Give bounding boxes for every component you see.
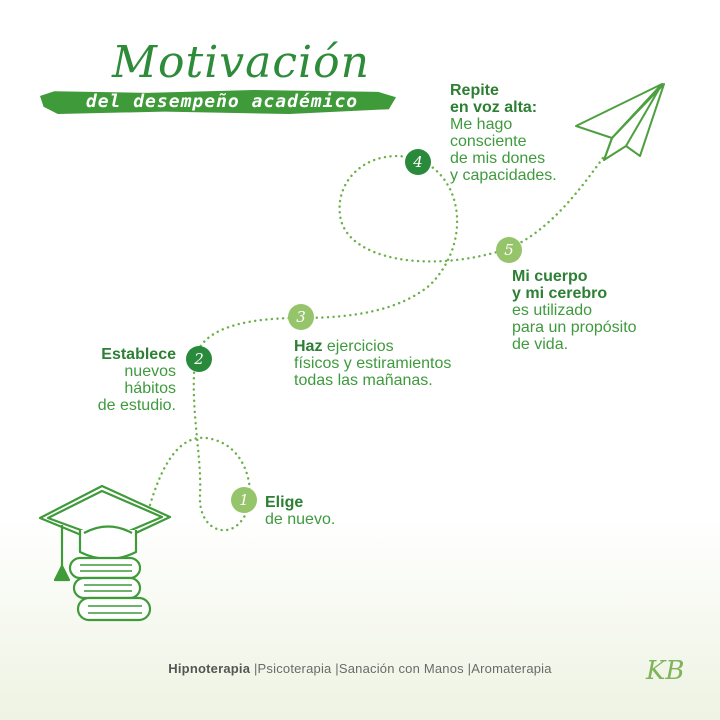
footer-services: Hipnoterapia |Psicoterapia |Sanación con… [0,661,720,676]
step-4-title: en voz alta: [450,99,538,116]
title-banner [40,90,396,114]
step-5-title: Mi cuerpo [512,268,588,285]
step-2-line: nuevos [124,363,176,380]
step-5-text: Mi cuerpo y mi cerebro es utilizado para… [512,268,637,353]
dotted-path [148,153,607,532]
step-3-text: Haz ejercicios físicos y estiramientos t… [294,338,451,389]
page-subtitle: del desempeño académico [85,91,359,112]
step-1-text: Elige de nuevo. [265,494,335,528]
step-4-line: de mis dones [450,150,546,167]
footer-service-hipnoterapia: Hipnoterapia [168,661,251,676]
paper-plane-icon [575,83,665,161]
step-badge-4: 4 [405,149,431,175]
step-1-line: de nuevo. [265,511,336,528]
step-1-title: Elige [265,494,304,511]
step-3-line: ejercicios [322,338,394,355]
book-stack-icon [68,556,152,622]
step-4-line: Me hago [450,116,513,133]
step-badge-3: 3 [288,304,314,330]
step-2-line: de estudio. [97,397,176,414]
footer-service-sanacion: |Sanación con Manos [331,661,464,676]
page-title: Motivación [112,37,370,88]
step-badge-2: 2 [186,346,212,372]
step-3-line: físicos y estiramientos [294,355,452,372]
step-4-text: Repite en voz alta: Me hago consciente d… [450,82,557,184]
step-4-line: y capacidades. [450,167,557,184]
step-5-line: es utilizado [512,302,593,319]
step-5-line: de vida. [512,336,569,353]
graduation-cap-icon [38,484,172,582]
step-badge-1: 1 [231,487,257,513]
step-2-title: Establece [101,346,176,363]
step-4-title: Repite [450,82,499,99]
step-2-line: hábitos [124,380,176,397]
step-3-title: Haz [294,338,323,355]
step-badge-5: 5 [496,237,522,263]
footer-service-psicoterapia: |Psicoterapia [250,661,332,676]
brand-logo: KB [646,656,685,686]
step-5-title: y mi cerebro [512,285,608,302]
step-2-text: Establece nuevos hábitos de estudio. [60,346,176,414]
step-5-line: para un propósito [512,319,637,336]
step-4-line: consciente [450,133,527,150]
footer-service-aromaterapia: |Aromaterapia [463,661,552,676]
step-3-line: todas las mañanas. [294,372,433,389]
